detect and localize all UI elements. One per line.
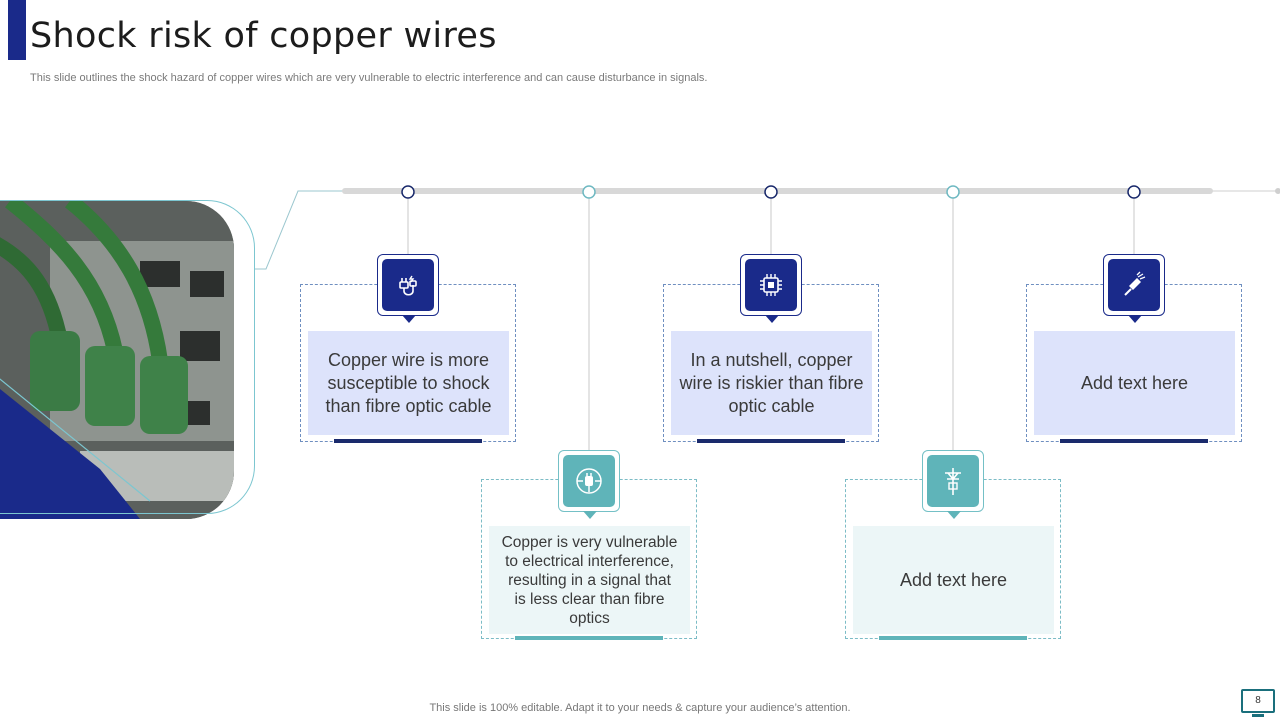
card-underline <box>697 439 845 443</box>
step-card-3: In a nutshell, copper wire is riskier th… <box>663 284 879 443</box>
step-card-text: Copper is very vulnerable to electrical … <box>489 526 690 634</box>
card-underline <box>1060 439 1208 443</box>
timeline-node <box>1127 185 1141 199</box>
photo-frame <box>0 200 255 514</box>
step-card-5: Add text here <box>1026 284 1242 443</box>
page-number: 8 <box>1241 689 1275 717</box>
icon-badge-4 <box>922 450 984 519</box>
page-subtitle: This slide outlines the shock hazard of … <box>30 72 708 84</box>
step-card-4: Add text here <box>845 479 1061 640</box>
timeline-node <box>946 185 960 199</box>
step-card-text: Copper wire is more susceptible to shock… <box>308 331 509 435</box>
step-card-text: Add text here <box>1034 331 1235 435</box>
title-accent-bar <box>8 0 26 60</box>
icon-badge-1 <box>377 254 439 323</box>
step-card-text: Add text here <box>853 526 1054 634</box>
card-underline <box>879 636 1027 640</box>
icon-badge-2 <box>558 450 620 519</box>
timeline-node <box>582 185 596 199</box>
icon-badge-5 <box>1103 254 1165 323</box>
footer-note: This slide is 100% editable. Adapt it to… <box>429 702 851 714</box>
card-underline <box>515 636 663 640</box>
step-card-1: Copper wire is more susceptible to shock… <box>300 284 516 443</box>
utility-pole-icon <box>945 468 961 495</box>
cable-plug-icon <box>399 275 417 296</box>
cable-photo <box>0 201 234 519</box>
icon-badge-3 <box>740 254 802 323</box>
fiber-optic-icon <box>1124 271 1146 296</box>
step-card-2: Copper is very vulnerable to electrical … <box>481 479 697 640</box>
timeline-node <box>401 185 415 199</box>
chip-icon <box>760 274 782 296</box>
page-title: Shock risk of copper wires <box>30 16 497 56</box>
card-underline <box>334 439 482 443</box>
step-card-text: In a nutshell, copper wire is riskier th… <box>671 331 872 435</box>
timeline-node <box>764 185 778 199</box>
plug-cable-icon <box>576 468 602 494</box>
